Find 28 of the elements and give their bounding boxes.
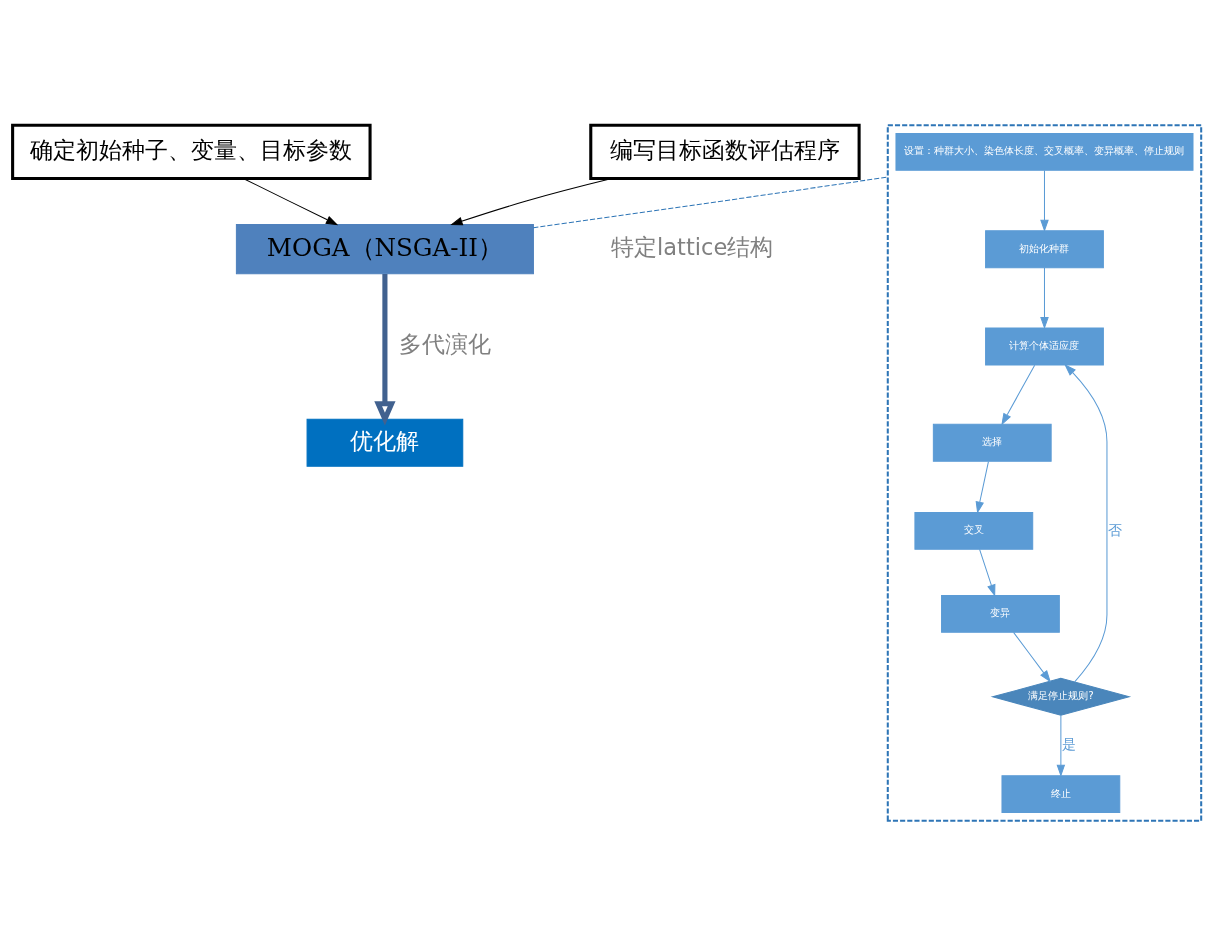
arrow xyxy=(243,178,339,226)
node-box: 编写目标函数评估程序 xyxy=(589,123,861,181)
arrow xyxy=(975,461,989,514)
node-box: 优化解 xyxy=(306,418,464,467)
edge-label: 多代演化 xyxy=(399,331,492,358)
arrow xyxy=(1001,364,1036,426)
arrow xyxy=(979,548,996,597)
edge-label: 是 xyxy=(1061,736,1076,753)
node-box: 终止 xyxy=(1001,775,1121,814)
arrow xyxy=(1013,631,1051,683)
node-box: 交叉 xyxy=(914,511,1034,550)
node-box: 设置：种群大小、染色体长度、交叉概率、变异概率、停止规则 xyxy=(895,132,1194,171)
node-box: 选择 xyxy=(932,423,1052,462)
arrow xyxy=(1064,364,1108,683)
node-box: 初始化种群 xyxy=(985,230,1104,269)
connector xyxy=(532,176,889,229)
node-box: MOGA（NSGA-II） xyxy=(235,224,534,275)
node-diamond: 满足停止规则? xyxy=(990,677,1132,716)
arrow xyxy=(374,274,396,426)
arrow xyxy=(1040,169,1049,233)
label: 特定lattice结构 xyxy=(611,233,774,260)
node-box: 变异 xyxy=(941,594,1060,633)
node-box: 计算个体适应度 xyxy=(985,327,1104,366)
edge-label: 否 xyxy=(1107,521,1122,538)
arrow xyxy=(1040,267,1049,330)
arrow xyxy=(1056,714,1066,777)
cluster xyxy=(886,124,1203,822)
node-box: 确定初始种子、变量、目标参数 xyxy=(11,123,372,181)
